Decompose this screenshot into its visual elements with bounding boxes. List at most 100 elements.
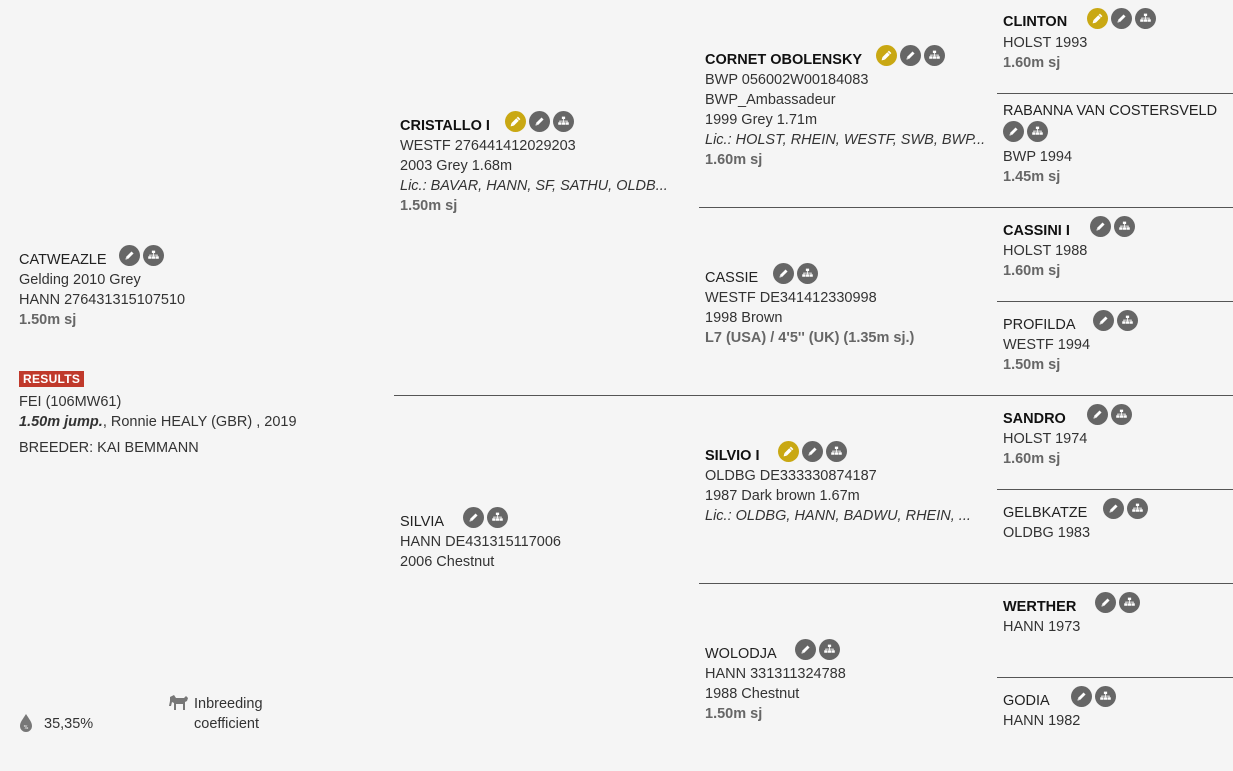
horse-registration: HANN 276431315107510	[19, 292, 186, 308]
g4-name[interactable]: SANDRO	[1003, 411, 1066, 427]
pedigree-tree-icon[interactable]	[826, 441, 847, 462]
breeder: BREEDER: KAI BEMMANN	[19, 440, 199, 456]
pencil-icon[interactable]	[1003, 121, 1024, 142]
g2-registration: HOLST 1988	[1003, 243, 1088, 259]
ds-registration: OLDBG DE333330874187	[705, 468, 877, 484]
dd-icons	[795, 639, 840, 660]
pedigree-tree-icon[interactable]	[487, 507, 508, 528]
ss-line2: BWP_Ambassadeur	[705, 92, 836, 108]
drop-icon: %	[19, 713, 33, 736]
pedigree-tree-icon[interactable]	[819, 639, 840, 660]
horse-info: Gelding 2010 Grey	[19, 272, 141, 288]
pedigree-tree-icon[interactable]	[1027, 121, 1048, 142]
results-jump: 1.50m jump.	[19, 414, 103, 430]
tree-divider-g4	[997, 677, 1233, 678]
pencil-icon[interactable]	[1095, 592, 1116, 613]
svg-text:%: %	[24, 725, 29, 731]
g2-icons	[1090, 216, 1135, 237]
tree-divider-g2	[997, 301, 1233, 302]
dam-icons	[463, 507, 508, 528]
pencil-icon[interactable]	[1103, 498, 1124, 519]
g0-performance: 1.60m sj	[1003, 55, 1061, 71]
pedigree-tree-icon[interactable]	[1127, 498, 1148, 519]
ds-info: 1987 Dark brown 1.67m	[705, 488, 860, 504]
sire-registration: WESTF 276441412029203	[400, 138, 576, 154]
pencil-icon[interactable]	[1071, 686, 1092, 707]
g4-icons	[1087, 404, 1132, 425]
sd-registration: WESTF DE341412330998	[705, 290, 877, 306]
pedigree-tree-icon[interactable]	[1095, 686, 1116, 707]
dd-name[interactable]: WOLODJA	[705, 646, 777, 662]
pedigree-tree-icon[interactable]	[797, 263, 818, 284]
sire-licences: Lic.: BAVAR, HANN, SF, SATHU, OLDB...	[400, 178, 668, 194]
g1-registration: BWP 1994	[1003, 149, 1073, 165]
horse-icons	[119, 245, 164, 266]
sd-icons	[773, 263, 818, 284]
sire-name[interactable]: CRISTALLO I	[400, 118, 490, 134]
ds-licences: Lic.: OLDBG, HANN, BADWU, RHEIN, ...	[705, 508, 971, 524]
pencil-icon[interactable]	[463, 507, 484, 528]
results-rider: , Ronnie HEALY (GBR) , 2019	[102, 414, 297, 430]
pencil-icon[interactable]	[795, 639, 816, 660]
ds-name[interactable]: SILVIO I	[705, 448, 760, 464]
g6-registration: HANN 1973	[1003, 619, 1081, 635]
inbreeding-value: 35,35%	[44, 716, 94, 732]
g5-icons	[1103, 498, 1148, 519]
ss-performance: 1.60m sj	[705, 152, 763, 168]
syringe-icon[interactable]	[1087, 8, 1108, 29]
g7-name[interactable]: GODIA	[1003, 693, 1050, 709]
g6-name[interactable]: WERTHER	[1003, 599, 1077, 615]
dam-name[interactable]: SILVIA	[400, 514, 445, 530]
results-fei: FEI (106MW61)	[19, 394, 122, 410]
pencil-icon[interactable]	[773, 263, 794, 284]
pedigree-tree-icon[interactable]	[1111, 404, 1132, 425]
g1-name[interactable]: RABANNA VAN COSTERSVELD	[1003, 103, 1218, 119]
pedigree-tree-icon[interactable]	[1117, 310, 1138, 331]
ss-info: 1999 Grey 1.71m	[705, 112, 818, 128]
pencil-icon[interactable]	[1111, 8, 1132, 29]
horse-icon	[168, 694, 190, 716]
syringe-icon[interactable]	[505, 111, 526, 132]
g1-icons	[1003, 121, 1048, 142]
sd-name[interactable]: CASSIE	[705, 270, 759, 286]
g5-name[interactable]: GELBKATZE	[1003, 505, 1088, 521]
inbreeding-label: Inbreeding coefficient	[194, 694, 263, 734]
pencil-icon[interactable]	[1087, 404, 1108, 425]
sd-info: 1998 Brown	[705, 310, 783, 326]
g4-performance: 1.60m sj	[1003, 451, 1061, 467]
ss-name[interactable]: CORNET OBOLENSKY	[705, 52, 863, 68]
results-badge[interactable]: RESULTS	[19, 371, 85, 387]
pedigree-tree-icon[interactable]	[1135, 8, 1156, 29]
results-entry: 1.50m jump., Ronnie HEALY (GBR) , 2019	[19, 414, 297, 430]
pencil-icon[interactable]	[900, 45, 921, 66]
tree-divider-dam	[699, 583, 1233, 584]
pedigree-tree-icon[interactable]	[553, 111, 574, 132]
g3-performance: 1.50m sj	[1003, 357, 1061, 373]
horse-name[interactable]: CATWEAZLE	[19, 252, 107, 268]
dd-info: 1988 Chestnut	[705, 686, 800, 702]
pencil-icon[interactable]	[119, 245, 140, 266]
pencil-icon[interactable]	[1090, 216, 1111, 237]
g3-icons	[1093, 310, 1138, 331]
syringe-icon[interactable]	[876, 45, 897, 66]
g7-icons	[1071, 686, 1116, 707]
tree-divider-main	[394, 395, 1233, 396]
ss-registration: BWP 056002W00184083	[705, 72, 869, 88]
g0-name[interactable]: CLINTON	[1003, 14, 1068, 30]
g4-registration: HOLST 1974	[1003, 431, 1088, 447]
g3-registration: WESTF 1994	[1003, 337, 1091, 353]
g3-name[interactable]: PROFILDA	[1003, 317, 1076, 333]
pencil-icon[interactable]	[529, 111, 550, 132]
pedigree-tree-icon[interactable]	[1114, 216, 1135, 237]
g2-name[interactable]: CASSINI I	[1003, 223, 1070, 239]
pedigree-tree-icon[interactable]	[1119, 592, 1140, 613]
syringe-icon[interactable]	[778, 441, 799, 462]
pencil-icon[interactable]	[802, 441, 823, 462]
pedigree-tree-icon[interactable]	[924, 45, 945, 66]
pedigree-tree-icon[interactable]	[143, 245, 164, 266]
g1-performance: 1.45m sj	[1003, 169, 1061, 185]
tree-divider-g1	[997, 93, 1233, 94]
pencil-icon[interactable]	[1093, 310, 1114, 331]
inbreeding-label-1: Inbreeding	[194, 696, 263, 712]
dd-performance: 1.50m sj	[705, 706, 763, 722]
